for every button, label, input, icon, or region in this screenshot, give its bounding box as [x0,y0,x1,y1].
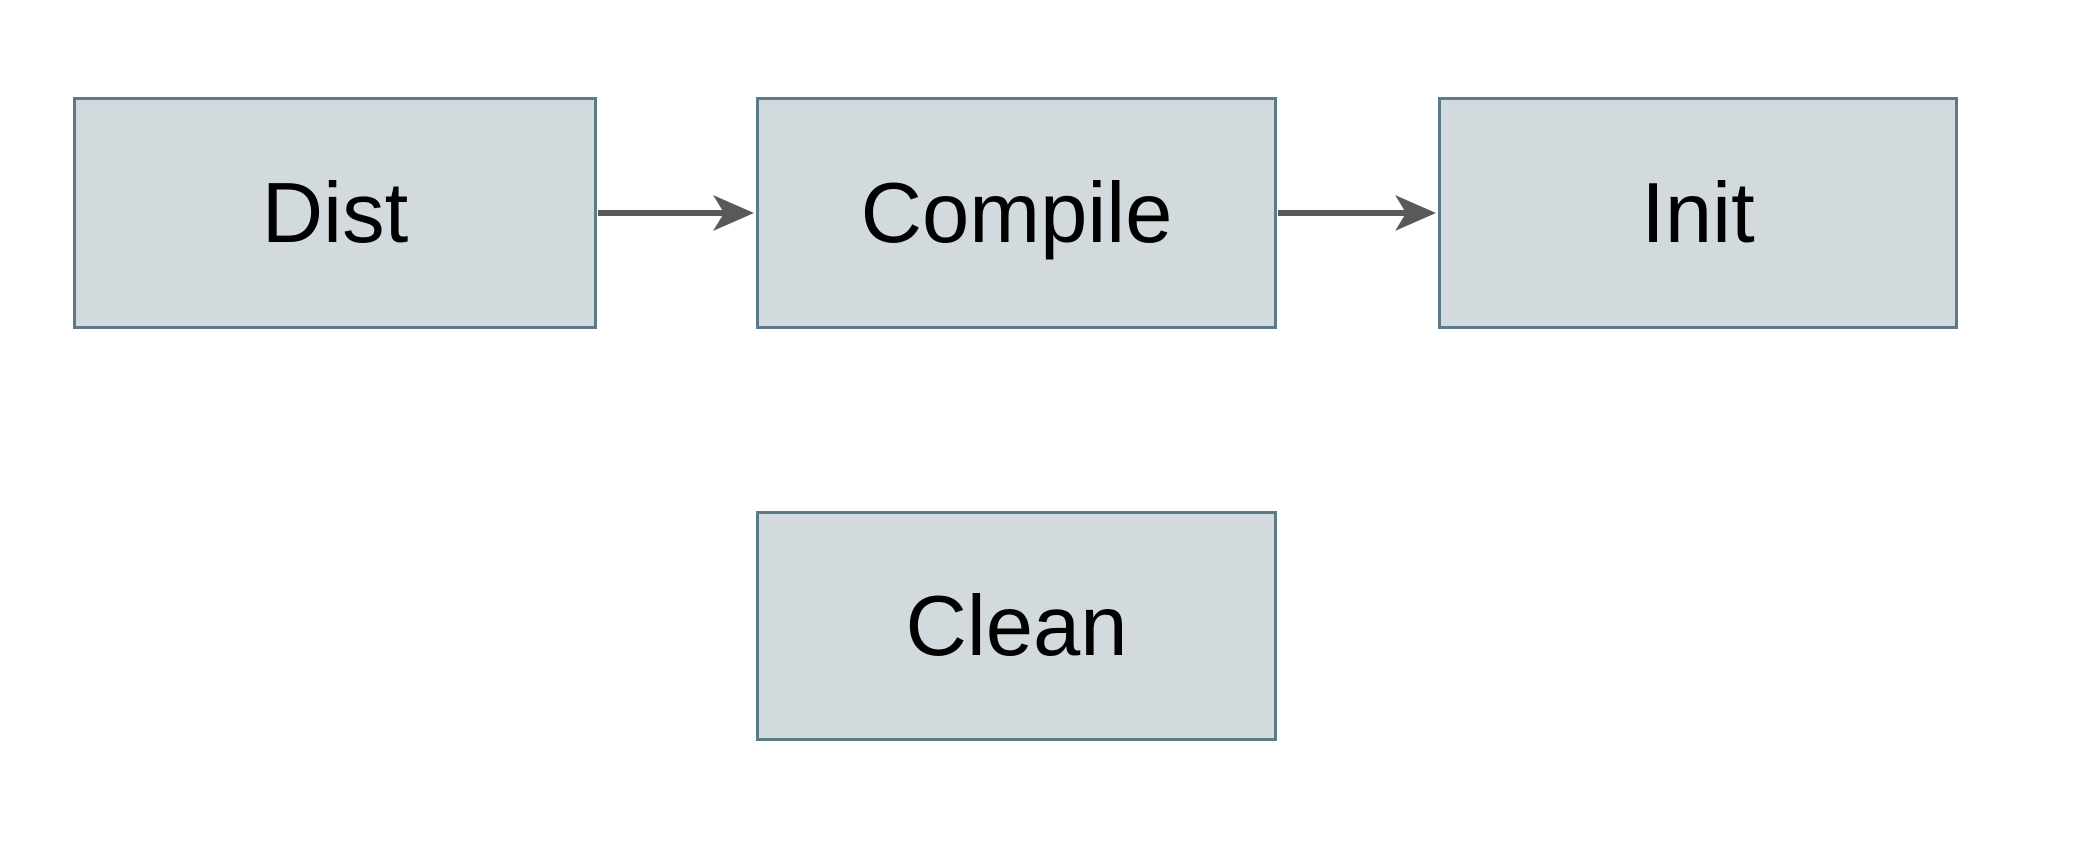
node-init-label: Init [1641,165,1755,261]
node-clean-label: Clean [905,578,1128,674]
node-clean[interactable]: Clean [756,511,1277,741]
edge-dist-to-compile [598,195,754,231]
node-dist-label: Dist [261,165,409,261]
arrowhead-icon [1395,195,1436,231]
node-compile-label: Compile [860,165,1173,261]
arrowhead-icon [713,195,754,231]
node-dist[interactable]: Dist [73,97,597,329]
node-compile[interactable]: Compile [756,97,1277,329]
edge-compile-to-init [1278,195,1436,231]
node-init[interactable]: Init [1438,97,1958,329]
